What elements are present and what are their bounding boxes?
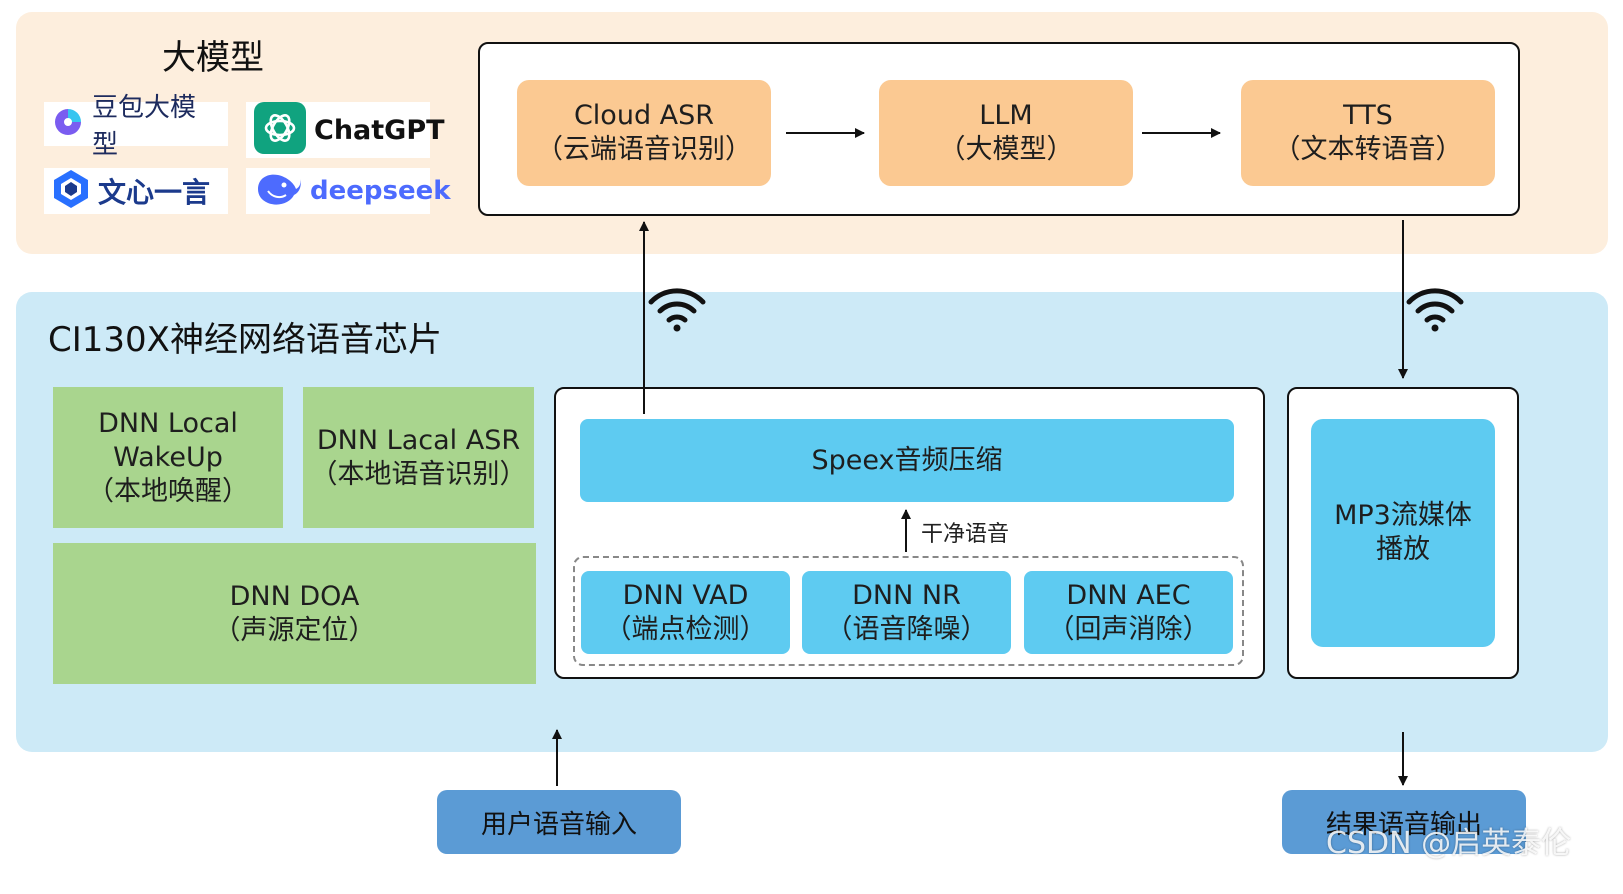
dnn-nr-box: DNN NR （语音降噪） [802,571,1011,654]
watermark: CSDN @启英泰伦 [1326,826,1572,861]
speex-compression-box: Speex音频压缩 [580,419,1234,502]
dnn-nr-subtitle: （语音降噪） [825,613,988,645]
deepseek-logo-icon [254,169,302,213]
dnn-local-asr-title: DNN Lacal ASR [316,424,521,456]
llm-title: LLM [979,100,1033,131]
result-voice-output-button[interactable]: 结果语音输出 [1282,790,1526,854]
llm-box: LLM （大模型） [879,80,1133,186]
preprocess-group [573,556,1244,666]
dnn-doa-title: DNN DOA [229,580,360,612]
tts-box: TTS （文本转语音） [1241,80,1495,186]
dnn-wakeup-box: DNN Local WakeUp （本地唤醒） [53,387,283,528]
dnn-wakeup-line2: WakeUp [113,441,223,473]
llm-section-title: 大模型 [162,38,264,78]
dnn-local-asr-subtitle: （本地语音识别） [310,458,527,490]
chip-section-title: CI130X神经网络语音芯片 [48,320,442,360]
wenxin-logo-icon [52,169,90,213]
dnn-doa-subtitle: （声源定位） [213,614,376,646]
dnn-doa-box: DNN DOA （声源定位） [53,543,536,684]
logo-doubao-label: 豆包大模型 [92,93,197,160]
dnn-vad-subtitle: （端点检测） [604,613,767,645]
logo-wenxin-label: 文心一言 [98,176,211,209]
dnn-local-asr-box: DNN Lacal ASR （本地语音识别） [303,387,534,528]
speex-compression-label: Speex音频压缩 [811,444,1003,476]
dnn-vad-title: DNN VAD [622,579,749,611]
logo-wenxin: 文心一言 [44,168,228,214]
dnn-aec-box: DNN AEC （回声消除） [1024,571,1233,654]
dnn-aec-title: DNN AEC [1066,579,1191,611]
doubao-logo-icon [52,106,84,142]
user-voice-input-button[interactable]: 用户语音输入 [437,790,681,854]
mp3-streaming-line1: MP3流媒体 [1334,500,1472,531]
cloud-asr-box: Cloud ASR （云端语音识别） [517,80,771,186]
logo-deepseek: deepseek [246,168,451,214]
llm-subtitle: （大模型） [938,134,1074,165]
dnn-wakeup-line3: （本地唤醒） [87,475,249,507]
chatgpt-logo-icon [254,102,306,158]
tts-subtitle: （文本转语音） [1273,134,1463,165]
logo-chatgpt-label: ChatGPT [314,114,445,146]
logo-deepseek-label: deepseek [310,176,451,206]
mp3-streaming-box: MP3流媒体 播放 [1311,419,1495,647]
dnn-nr-title: DNN NR [852,579,961,611]
dnn-aec-subtitle: （回声消除） [1047,613,1210,645]
dnn-wakeup-line1: DNN Local [98,407,238,439]
dnn-vad-box: DNN VAD （端点检测） [581,571,790,654]
logo-chatgpt: ChatGPT [246,102,445,158]
clean-voice-label: 干净语音 [921,522,1010,547]
cloud-asr-title: Cloud ASR [573,100,715,131]
logo-doubao: 豆包大模型 [44,93,228,160]
tts-title: TTS [1343,100,1393,131]
mp3-streaming-line2: 播放 [1376,534,1430,565]
cloud-asr-subtitle: （云端语音识别） [536,134,752,165]
